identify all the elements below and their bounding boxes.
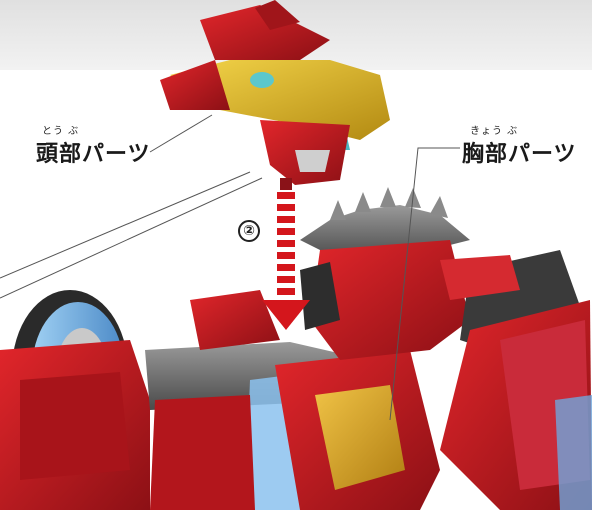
- head-part-illustration: [160, 0, 390, 190]
- robot-body-illustration: [0, 187, 592, 510]
- head-part-ruby: とう ぶ: [42, 126, 80, 137]
- chest-part-label: きょう ぶ 胸部パーツ: [462, 126, 577, 168]
- chest-part-ruby: きょう ぶ: [470, 126, 519, 137]
- leader-lines: [0, 114, 460, 421]
- step-number-badge: ②: [238, 220, 260, 242]
- down-arrow-icon: [262, 192, 310, 330]
- head-part-label: とう ぶ 頭部パーツ: [36, 126, 151, 168]
- chest-part-text: 胸部パーツ: [462, 142, 577, 167]
- head-part-text: 頭部パーツ: [36, 142, 151, 167]
